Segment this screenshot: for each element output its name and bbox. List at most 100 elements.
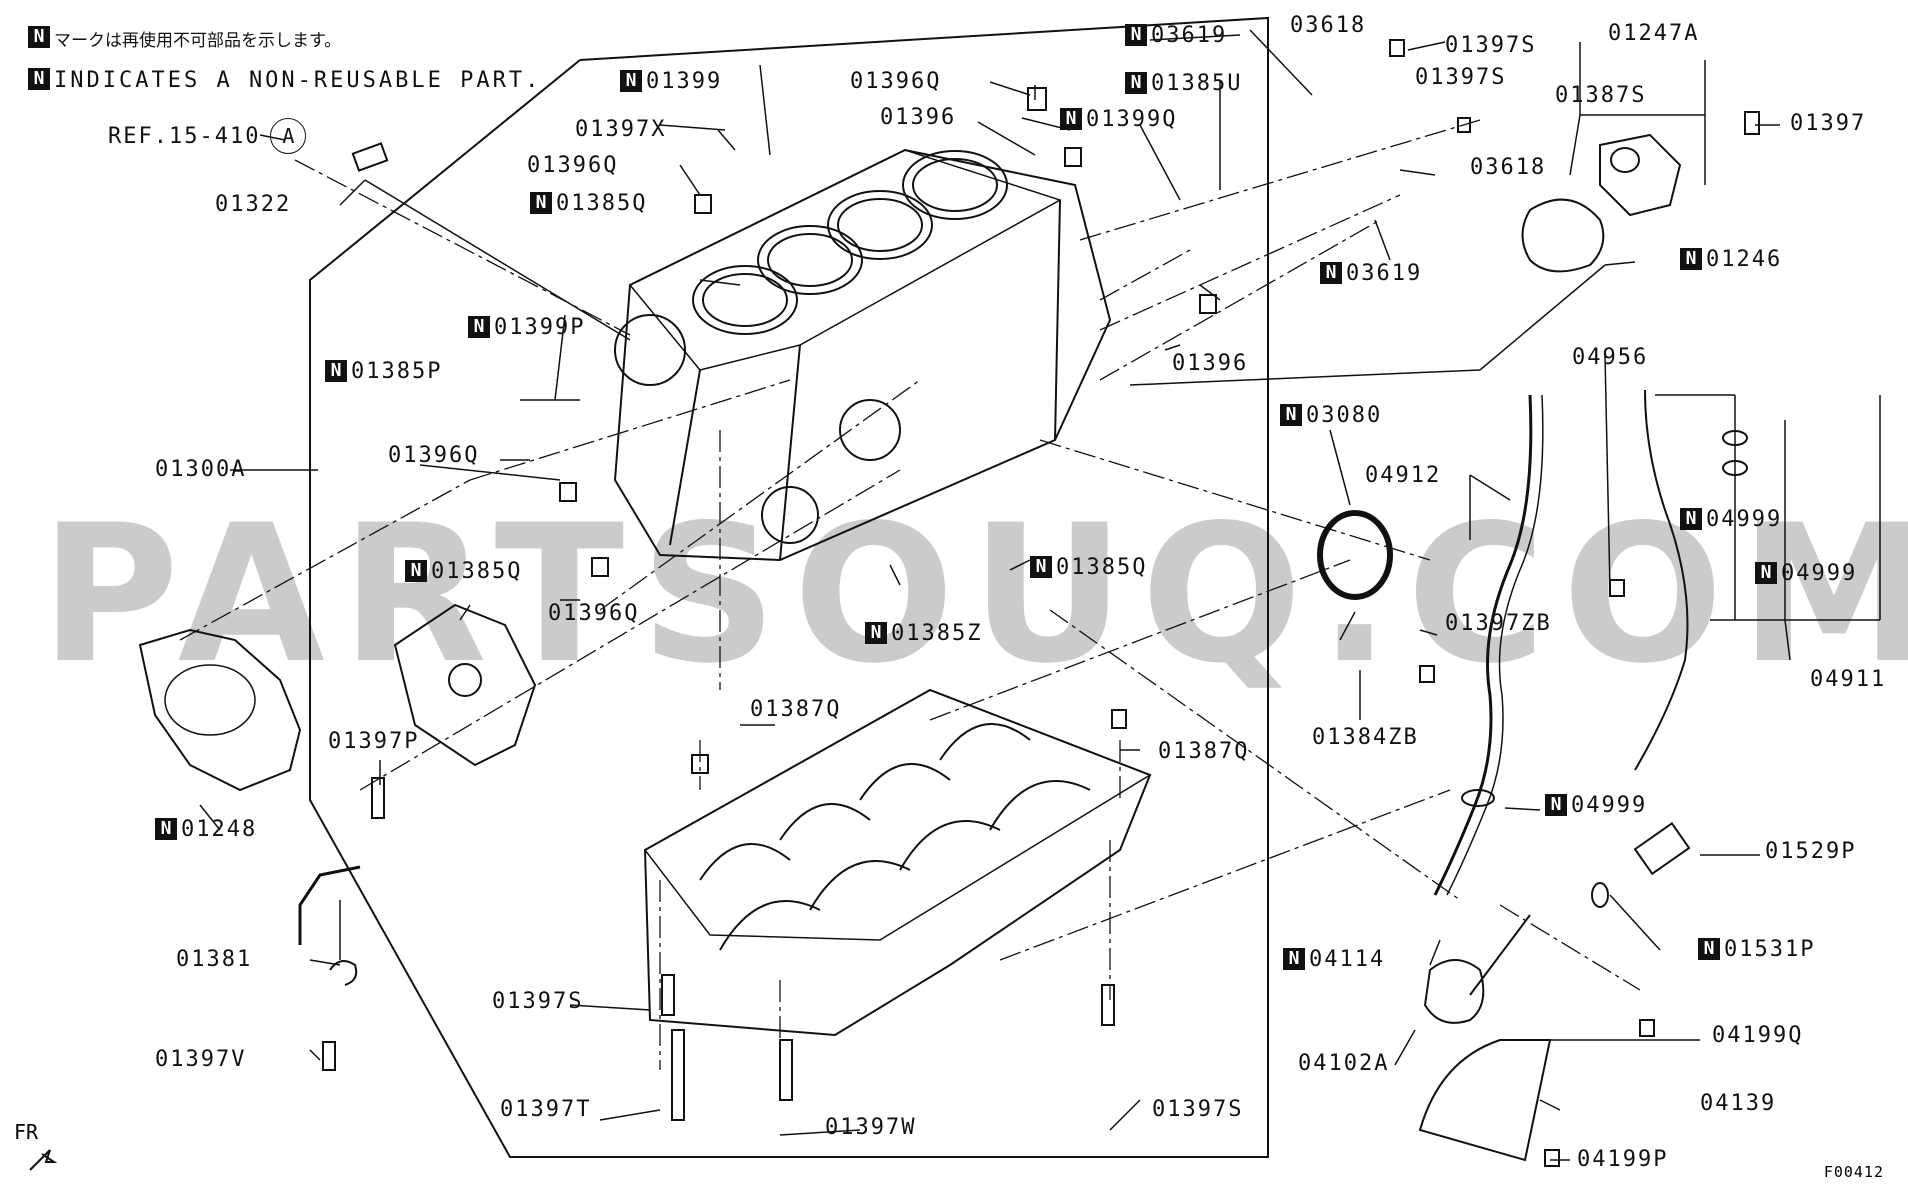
part-label[interactable]: 01397V bbox=[155, 1047, 247, 1072]
n-mark: N bbox=[28, 68, 50, 90]
figure-code: F00412 bbox=[1823, 1163, 1884, 1181]
part-label[interactable]: 04912 bbox=[1365, 463, 1442, 488]
part-label[interactable]: 01397X bbox=[575, 117, 667, 142]
fr-arrow-icon bbox=[29, 1149, 58, 1171]
part-label[interactable]: 01397T bbox=[500, 1097, 592, 1122]
part-label[interactable]: 01387Q bbox=[750, 697, 842, 722]
part-label[interactable]: 01397S bbox=[492, 989, 584, 1014]
part-label[interactable]: 01247A bbox=[1608, 21, 1700, 46]
part-label[interactable]: 01397S bbox=[1445, 33, 1537, 58]
n-mark-icon: N bbox=[1283, 948, 1305, 970]
part-label[interactable]: 04956 bbox=[1572, 345, 1649, 370]
part-label[interactable]: 04199Q bbox=[1712, 1023, 1804, 1048]
part-label[interactable]: 01322 bbox=[215, 192, 292, 217]
n-mark-icon: N bbox=[468, 316, 490, 338]
n-mark-icon: N bbox=[1060, 108, 1082, 130]
n-mark-icon: N bbox=[1125, 24, 1147, 46]
part-label[interactable]: 01381 bbox=[176, 947, 253, 972]
ref-text: REF.15-410 bbox=[108, 124, 261, 149]
n-mark-icon: N bbox=[155, 818, 177, 840]
gasket-01248 bbox=[138, 628, 302, 792]
n-mark-icon: N bbox=[530, 192, 552, 214]
sensor-01529P bbox=[1633, 821, 1691, 876]
gasket-01246 bbox=[1521, 198, 1605, 273]
n-mark-icon: N bbox=[1280, 404, 1302, 426]
part-label[interactable]: 04102A bbox=[1298, 1051, 1390, 1076]
n-mark-icon: N bbox=[865, 622, 887, 644]
part-label[interactable]: 01396Q bbox=[388, 443, 480, 468]
part-label[interactable]: 01397S bbox=[1415, 65, 1507, 90]
assembly-outline bbox=[309, 16, 1269, 1158]
part-label[interactable]: 01397ZB bbox=[1445, 611, 1552, 636]
part-label[interactable]: 01397S bbox=[1152, 1097, 1244, 1122]
n-mark-icon: N bbox=[1545, 794, 1567, 816]
part-label[interactable]: 01396Q bbox=[548, 601, 640, 626]
part-label[interactable]: 04199P bbox=[1577, 1147, 1669, 1172]
watermark: PARTSOUQ.COM bbox=[40, 484, 1908, 705]
rear-seal-03080 bbox=[1317, 510, 1393, 600]
part-label[interactable]: 01396Q bbox=[850, 69, 942, 94]
n-mark-icon: N bbox=[1680, 248, 1702, 270]
fr-label: FR bbox=[14, 1120, 39, 1144]
part-label[interactable]: 04139 bbox=[1700, 1091, 1777, 1116]
part-label[interactable]: 01300A bbox=[155, 457, 247, 482]
housing-01387S bbox=[1599, 133, 1682, 217]
part-label[interactable]: 01396 bbox=[880, 105, 957, 130]
n-mark-icon: N bbox=[1698, 938, 1720, 960]
part-label[interactable]: 01396Q bbox=[527, 153, 619, 178]
dowel-pins bbox=[351, 87, 1217, 774]
n-mark-icon: N bbox=[325, 360, 347, 382]
n-mark-icon: N bbox=[405, 560, 427, 582]
part-label[interactable]: 01387S bbox=[1555, 83, 1647, 108]
n-mark-icon: N bbox=[1125, 72, 1147, 94]
part-label[interactable]: 04911 bbox=[1810, 667, 1887, 692]
part-label[interactable]: 01387Q bbox=[1158, 739, 1250, 764]
dipstick-tube-04912 bbox=[1433, 394, 1533, 896]
leader-lines bbox=[199, 29, 1881, 1161]
part-label[interactable]: 01529P bbox=[1765, 839, 1857, 864]
part-label[interactable]: 01397W bbox=[825, 1115, 917, 1140]
n-mark: N bbox=[28, 26, 50, 48]
n-mark-icon: N bbox=[1680, 508, 1702, 530]
part-label[interactable]: 03618 bbox=[1290, 13, 1367, 38]
n-mark-icon: N bbox=[1320, 262, 1342, 284]
part-label[interactable]: 01397P bbox=[328, 729, 420, 754]
pipe-01381 bbox=[298, 865, 361, 945]
part-label[interactable]: 01384ZB bbox=[1312, 725, 1419, 750]
oil-strainer-04139 bbox=[1418, 1039, 1552, 1162]
n-mark-icon: N bbox=[620, 70, 642, 92]
part-label[interactable]: 01396 bbox=[1172, 351, 1249, 376]
crankcase-lower bbox=[643, 688, 1152, 1037]
part-label[interactable]: 01397 bbox=[1790, 111, 1867, 136]
part-label[interactable]: 03618 bbox=[1470, 155, 1547, 180]
cylinder-block-upper bbox=[613, 148, 1112, 562]
bolts bbox=[322, 39, 1760, 1167]
assembly-center-lines bbox=[179, 119, 1641, 1080]
oil-jet-04102A bbox=[1423, 959, 1485, 1024]
n-mark-icon: N bbox=[1030, 556, 1052, 578]
